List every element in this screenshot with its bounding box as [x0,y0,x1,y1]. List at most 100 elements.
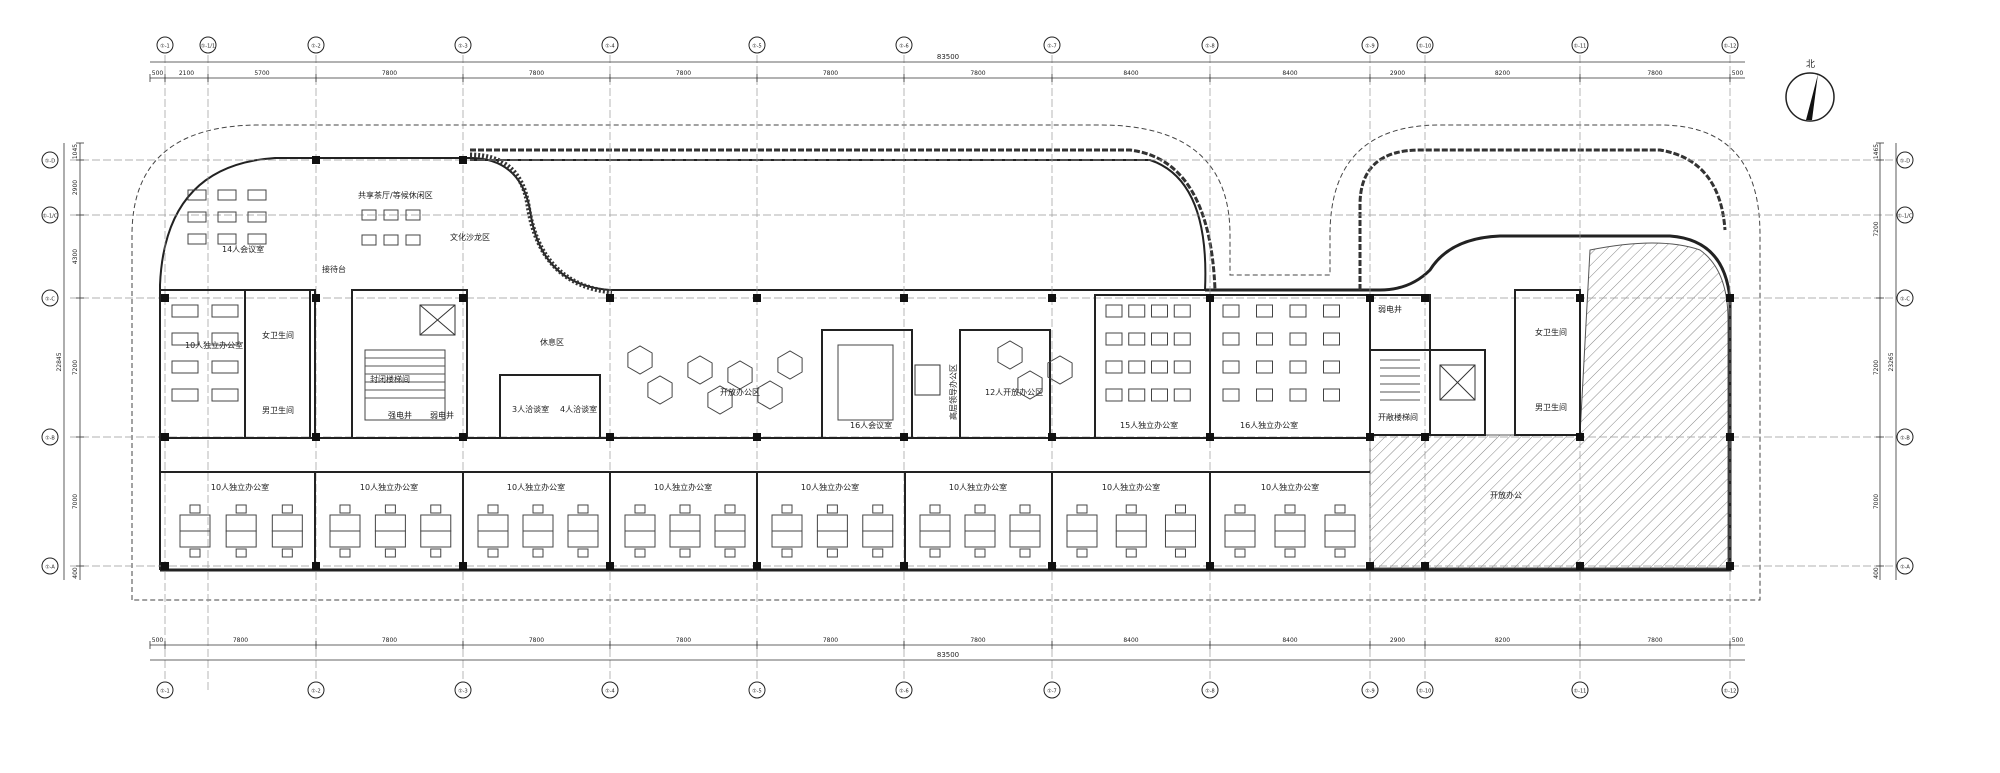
desk [477,514,509,532]
elevator-small [914,364,941,396]
dim-bottom: 8200 [1495,637,1510,644]
chair [339,504,351,514]
hatched-open-office [1369,242,1729,569]
dim-bottom: 2900 [1390,637,1405,644]
desk [522,514,554,532]
column [1366,294,1374,302]
chair [1284,504,1296,514]
axis-bubble-right: ①-D [1896,151,1914,169]
structural-columns [161,156,1734,570]
workstation [1256,304,1273,318]
workstation [1151,360,1168,374]
dim-total-bottom: 83500 [937,651,959,659]
desk [1324,530,1356,548]
label-office-15: 15人独立办公室 [1120,420,1178,430]
svg-text:①-A: ①-A [1900,565,1910,571]
column [1421,433,1429,441]
lounge-seat [383,234,399,246]
dim-left: 1045 [72,144,79,159]
label-culture-area: 文化沙龙区 [450,232,490,242]
chair [679,504,691,514]
workstation [1128,360,1146,374]
axis-bubble-left: ①-A [41,557,59,575]
desk [862,514,894,532]
svg-text:①-1/C: ①-1/C [1898,214,1913,220]
dim-left-total: 22845 [56,352,63,371]
workstation [171,360,199,374]
label-meeting-14: 14人会议室 [222,244,264,254]
column [606,562,614,570]
workstation [211,360,239,374]
chair [1019,504,1031,514]
dim-left: 7200 [72,360,79,375]
workstation [1173,332,1191,346]
chair [339,548,351,558]
svg-text:①-3: ①-3 [458,44,467,50]
chair [189,504,201,514]
axis-bubble-top: ①-1/1 [199,36,217,54]
label-office-16: 16人独立办公室 [1240,420,1298,430]
chair [235,548,247,558]
desk [522,530,554,548]
chair [1019,548,1031,558]
hex-desk [647,375,673,405]
desk [1324,514,1356,532]
meeting-chair [187,211,207,223]
hex-desk [727,360,753,390]
chair [1076,548,1088,558]
workstation [171,304,199,318]
desk [179,514,211,532]
svg-text:①-A: ①-A [45,565,55,571]
chair [1334,504,1346,514]
office-desks [179,504,1356,558]
column [1726,294,1734,302]
lounge-seat [405,234,421,246]
axis-bubble-bottom: ①-6 [895,681,913,699]
desk [567,514,599,532]
dim-top: 7800 [676,70,691,77]
svg-text:①-2: ①-2 [311,44,320,50]
elevator-east-x2 [1439,364,1476,401]
meeting-chair [247,211,267,223]
workstation [1173,304,1191,318]
dim-bottom: 8400 [1282,637,1297,644]
workstation [1151,388,1168,402]
chair [872,548,884,558]
axis-bubble-bottom: ①-7 [1043,681,1061,699]
axis-bubble-bottom: ①-5 [748,681,766,699]
dim-top: 7800 [1647,70,1662,77]
axis-bubble-top: ①-2 [307,36,325,54]
desk [271,530,303,548]
dim-top: 8400 [1282,70,1297,77]
meeting-chair [217,233,237,245]
label-open-stair-east: 开敞楼梯间 [1378,412,1418,422]
meeting-chair [187,189,207,201]
chair [384,504,396,514]
svg-text:①-B: ①-B [1900,436,1910,442]
column [161,562,169,570]
desk [816,530,848,548]
svg-text:①-9: ①-9 [1365,689,1374,695]
chair [826,504,838,514]
desk [1274,530,1306,548]
workstation [1128,304,1146,318]
meeting-chair [217,211,237,223]
chair [532,548,544,558]
workstation [1323,360,1340,374]
dim-bottom: 7800 [676,637,691,644]
label-elec-well: 强电井 [388,410,412,420]
north-label: 北 [1806,59,1815,70]
desk [669,514,701,532]
dim-left: 7000 [72,494,79,509]
workstation [1256,332,1273,346]
label-office-10-west: 10人独立办公室 [185,340,243,350]
label-reception: 接待台 [322,264,346,274]
svg-text:①-11: ①-11 [1574,689,1587,695]
label-office-10: 10人独立办公室 [1261,482,1319,492]
desk [624,514,656,532]
column [753,294,761,302]
svg-text:①-1: ①-1 [160,44,169,50]
room-labels: 共享茶厅/等候休闲区 文化沙龙区 14人会议室 接待台 10人独立办公室 女卫生… [185,190,1567,500]
dim-top: 8200 [1495,70,1510,77]
